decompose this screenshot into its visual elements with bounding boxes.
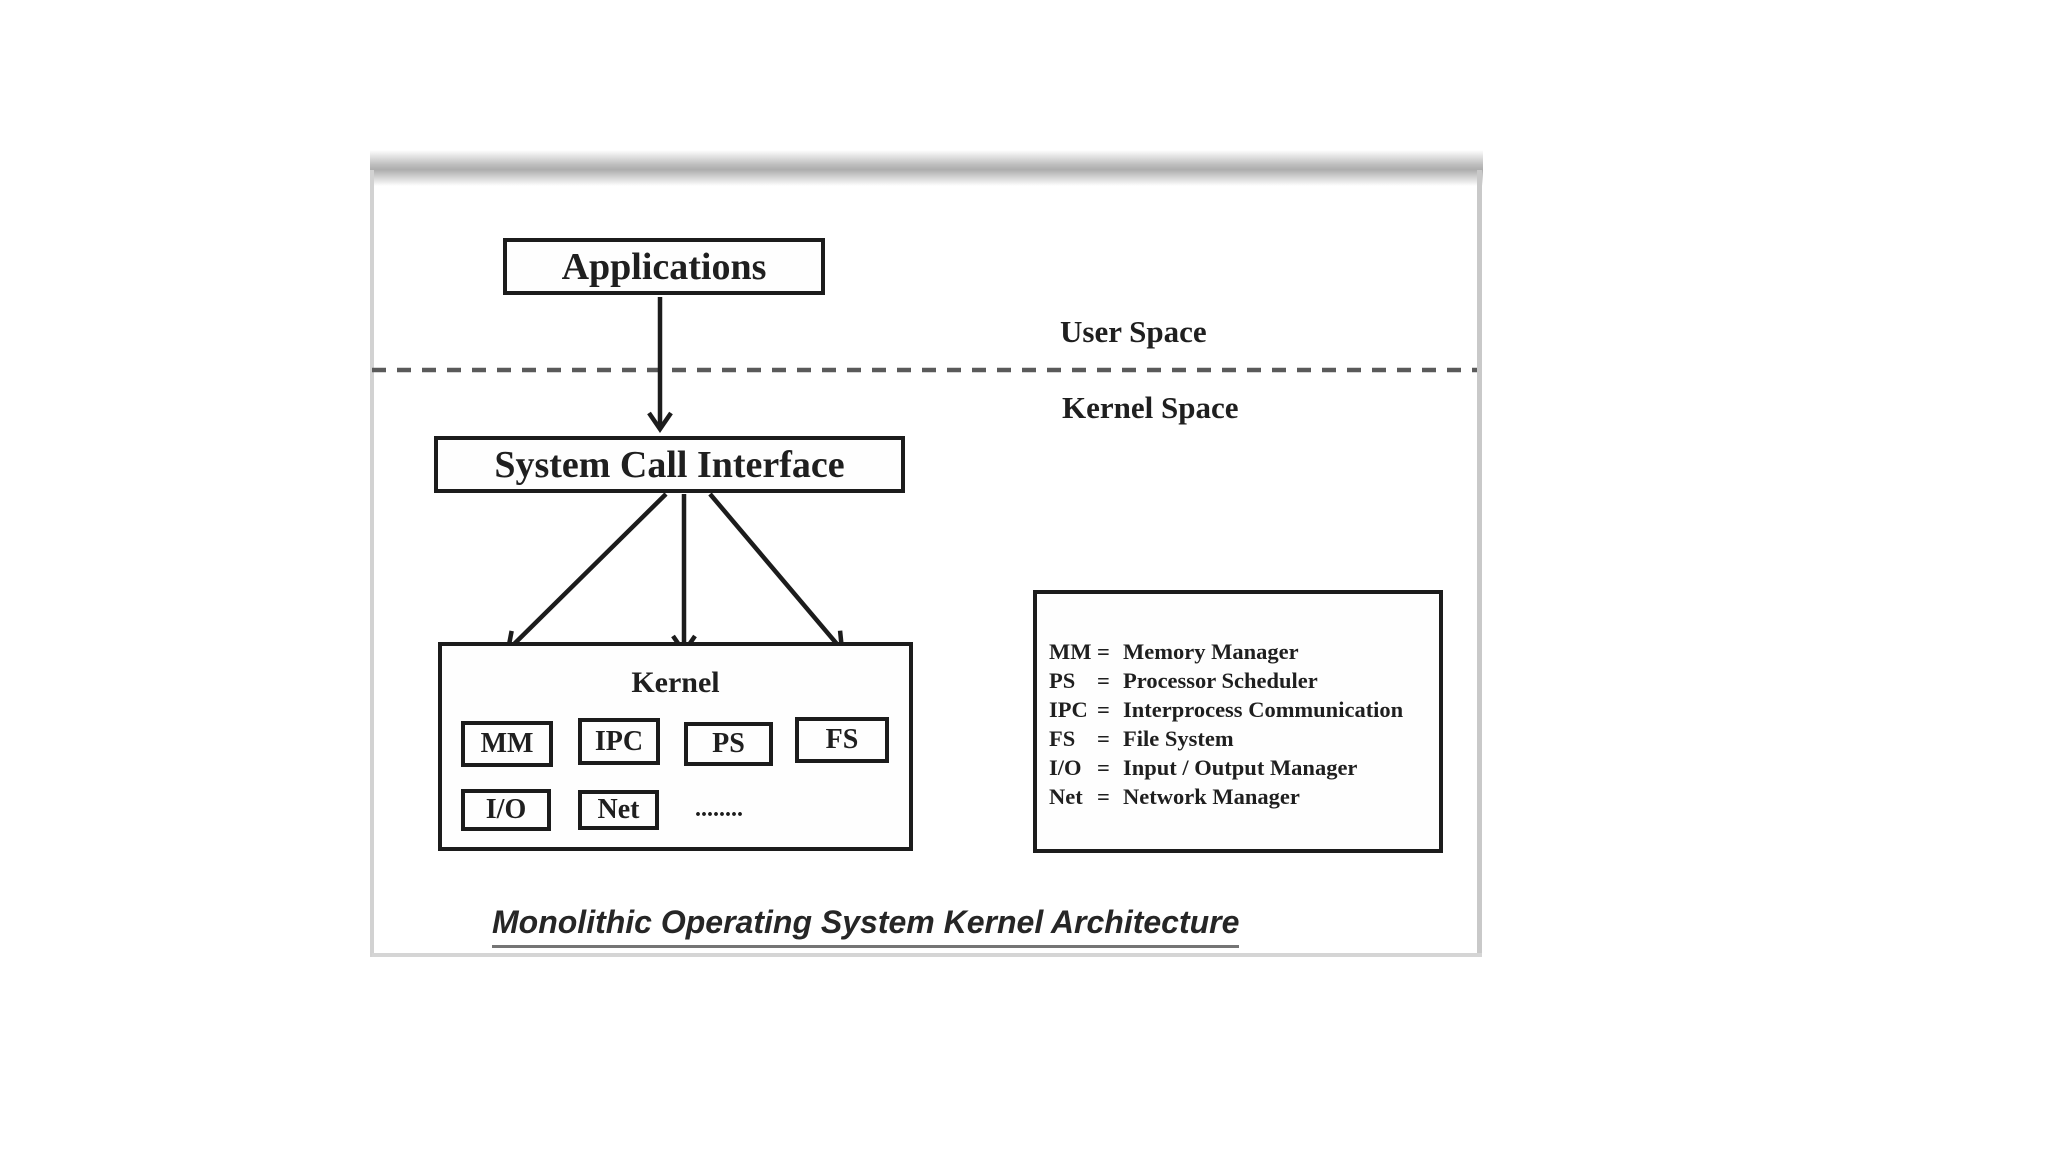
legend-row-mm: MM = Memory Manager	[1049, 639, 1439, 668]
legend-abbr: PS	[1049, 668, 1076, 693]
legend-abbr: I/O	[1049, 755, 1082, 780]
legend-abbr: FS	[1049, 726, 1076, 751]
kernel-space-label: Kernel Space	[1062, 390, 1239, 425]
legend-row-io: I/O = Input / Output Manager	[1049, 755, 1439, 784]
kernel-module-fs: FS	[795, 717, 889, 763]
kernel-more-modules-ellipsis: ........	[695, 796, 743, 822]
legend-row-net: Net = Network Manager	[1049, 784, 1439, 813]
frame-left-edge	[370, 170, 374, 957]
legend-equals: =	[1097, 726, 1110, 751]
applications-box: Applications	[503, 238, 825, 295]
legend-equals: =	[1097, 784, 1110, 809]
kernel-module-ps: PS	[684, 722, 773, 766]
kernel-module-ipc: IPC	[578, 718, 660, 765]
arrow-sci-to-kernel-left	[505, 492, 668, 653]
system-call-interface-box: System Call Interface	[434, 436, 905, 493]
legend-equals: =	[1097, 668, 1110, 693]
kernel-module-mm: MM	[461, 721, 553, 767]
legend-box: MM = Memory Manager PS = Processor Sched…	[1033, 590, 1443, 853]
legend-abbr: MM	[1049, 639, 1092, 664]
frame-bottom-edge	[372, 953, 1482, 957]
legend-desc: Memory Manager	[1123, 639, 1299, 664]
legend-equals: =	[1097, 697, 1110, 722]
legend-desc: Network Manager	[1123, 784, 1300, 809]
kernel-box-title: Kernel	[631, 666, 720, 699]
diagram-caption: Monolithic Operating System Kernel Archi…	[492, 904, 1240, 948]
legend-abbr: IPC	[1049, 697, 1088, 722]
frame-top-bar	[370, 150, 1483, 186]
legend-desc: Processor Scheduler	[1123, 668, 1318, 693]
legend-desc: Interprocess Communication	[1123, 697, 1404, 722]
legend-desc: File System	[1123, 726, 1234, 751]
legend-abbr: Net	[1049, 784, 1083, 809]
kernel-module-io: I/O	[461, 789, 551, 831]
frame-right-edge	[1477, 170, 1482, 957]
legend-equals: =	[1097, 755, 1110, 780]
diagram-caption-text: Monolithic Operating System Kernel Archi…	[492, 904, 1240, 948]
arrow-sci-to-kernel-right	[708, 492, 845, 654]
kernel-box: Kernel MM IPC PS FS I/O Net ........	[438, 642, 913, 851]
user-space-label: User Space	[1060, 314, 1207, 349]
legend-row-ipc: IPC = Interprocess Communication	[1049, 697, 1439, 726]
legend-row-ps: PS = Processor Scheduler	[1049, 668, 1439, 697]
legend-equals: =	[1097, 639, 1110, 664]
kernel-module-net: Net	[578, 790, 659, 830]
legend-desc: Input / Output Manager	[1123, 755, 1358, 780]
legend-row-fs: FS = File System	[1049, 726, 1439, 755]
